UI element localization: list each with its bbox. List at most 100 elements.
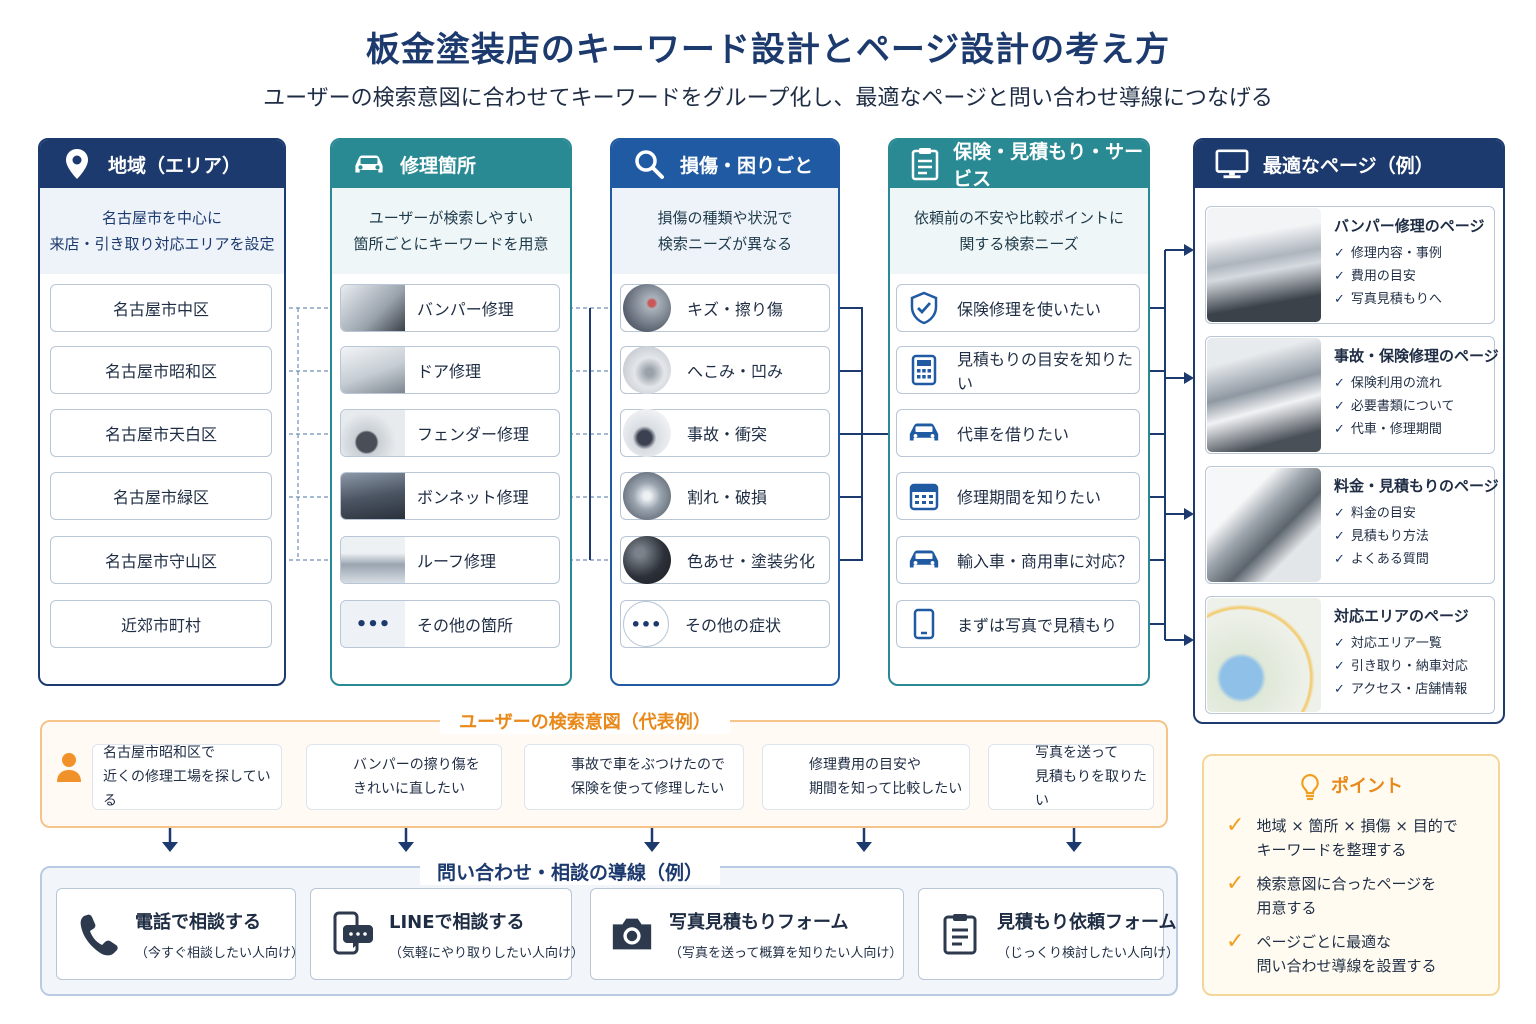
clipboard-icon: [937, 911, 983, 957]
contact-main-label: 写真見積もりフォーム: [669, 911, 849, 933]
service-item[interactable]: 修理期間を知りたい: [896, 472, 1140, 520]
damage-item[interactable]: 事故・衝突: [620, 409, 830, 457]
damage-item-label: 割れ・破損: [687, 488, 768, 507]
intent-card: 写真を送って見積もりを取りたい: [988, 744, 1154, 810]
contact-sub-label: （気軽にやり取りしたい人向け）: [389, 945, 585, 961]
area-item[interactable]: 近郊市町村: [50, 600, 272, 648]
area-item-label: 名古屋市天白区: [104, 425, 217, 444]
parts-item[interactable]: ••• その他の箇所: [340, 600, 560, 648]
parts-item[interactable]: バンパー修理: [340, 284, 560, 332]
service-item-label: 代車を借りたい: [957, 425, 1070, 444]
service-item[interactable]: 見積もりの目安を知りたい: [896, 346, 1140, 394]
pages-heading: 最適なページ（例）: [1263, 154, 1434, 177]
contact-sub-label: （写真を送って概算を知りたい人向け）: [669, 945, 903, 961]
contact-sub-label: （今すぐ相談したい人向け）: [135, 945, 305, 961]
car-icon: [907, 543, 941, 577]
damage-item[interactable]: へこみ・凹み: [620, 346, 830, 394]
damage-item[interactable]: •••その他の症状: [620, 600, 830, 648]
page-card-item: 費用の目安: [1350, 269, 1416, 284]
more-icon: •••: [341, 601, 405, 647]
person-icon: [56, 752, 82, 782]
damage-item[interactable]: キズ・擦り傷: [620, 284, 830, 332]
hood-photo: [341, 473, 405, 519]
dent-photo: [623, 346, 671, 394]
area-heading: 地域（エリア）: [108, 154, 242, 177]
shield-check-icon: [907, 291, 941, 325]
check-icon: ✓: [1334, 269, 1345, 284]
area-item[interactable]: 名古屋市天白区: [50, 409, 272, 457]
photo-estimate-form-button[interactable]: 写真見積もりフォーム （写真を送って概算を知りたい人向け）: [590, 888, 904, 980]
intent-card: 名古屋市昭和区で近くの修理工場を探している: [92, 744, 282, 810]
calculator-icon: [907, 353, 941, 387]
map-pin-icon: [60, 147, 94, 181]
intent-line: きれいに直したい: [353, 781, 465, 797]
car-icon: [352, 147, 386, 181]
page-card[interactable]: 事故・保険修理のページ ✓保険利用の流れ ✓必要書類について ✓代車・修理期間: [1205, 336, 1499, 454]
service-item[interactable]: 代車を借りたい: [896, 409, 1140, 457]
lightbulb-icon: [1301, 773, 1319, 801]
area-description: 名古屋市を中心に来店・引き取り対応エリアを設定: [40, 188, 284, 274]
area-item[interactable]: 名古屋市昭和区: [50, 346, 272, 394]
parts-description: ユーザーが検索しやすい箇所ごとにキーワードを用意: [332, 188, 570, 274]
map-photo: [1207, 598, 1321, 712]
fading-photo: [623, 536, 671, 584]
check-icon: ✓: [1226, 813, 1245, 838]
area-desc-line1: 名古屋市を中心に: [101, 209, 222, 227]
page-subtitle: ユーザーの検索意図に合わせてキーワードをグループ化し、最適なページと問い合わせ導…: [263, 86, 1273, 111]
service-item-label: 見積もりの目安を知りたい: [957, 350, 1134, 393]
damage-header: 損傷・困りごと: [612, 140, 838, 188]
area-header: 地域（エリア）: [40, 140, 284, 188]
page-card-item: 写真見積もりへ: [1350, 292, 1442, 307]
point-line: キーワードを整理する: [1256, 841, 1407, 859]
page-card-item: 料金の目安: [1350, 506, 1416, 521]
page-card[interactable]: 料金・見積もりのページ ✓料金の目安 ✓見積もり方法 ✓よくある質問: [1205, 466, 1499, 584]
point-item: ✓ページごとに最適な問い合わせ導線を設置する: [1226, 930, 1436, 978]
damage-item-label: 色あせ・塗装劣化: [687, 552, 816, 571]
area-item-label: 名古屋市昭和区: [104, 362, 217, 381]
phone-consult-button[interactable]: 電話で相談する（今すぐ相談したい人向け）: [56, 888, 304, 980]
service-item[interactable]: 保険修理を使いたい: [896, 284, 1140, 332]
damage-item-label: へこみ・凹み: [687, 362, 784, 381]
page-card[interactable]: 対応エリアのページ ✓対応エリア一覧 ✓引き取り・納車対応 ✓アクセス・店舗情報: [1205, 596, 1495, 714]
parts-item[interactable]: ルーフ修理: [340, 536, 560, 584]
line-consult-button[interactable]: LINEで相談する（気軽にやり取りしたい人向け）: [310, 888, 584, 980]
parts-item-label: フェンダー修理: [417, 425, 530, 444]
page-card-title: バンパー修理のページ: [1334, 217, 1485, 235]
area-item[interactable]: 名古屋市中区: [50, 284, 272, 332]
parts-item-label: ルーフ修理: [417, 552, 497, 571]
page-card-item: 修理内容・事例: [1350, 246, 1442, 261]
calendar-icon: [907, 479, 941, 513]
parts-item-label: ボンネット修理: [417, 488, 529, 507]
area-item-label: 名古屋市守山区: [104, 552, 217, 571]
parts-item-label: ドア修理: [417, 362, 482, 381]
smartphone-icon: [907, 607, 941, 641]
check-icon: ✓: [1226, 871, 1245, 896]
check-icon: ✓: [1334, 552, 1345, 567]
intent-line: 事故で車をぶつけたので: [571, 757, 725, 773]
damage-item[interactable]: 割れ・破損: [620, 472, 830, 520]
point-title-row: ポイント: [1204, 772, 1498, 801]
area-item[interactable]: 名古屋市緑区: [50, 472, 272, 520]
parts-item[interactable]: ドア修理: [340, 346, 560, 394]
estimate-request-form-button[interactable]: 見積もり依頼フォーム（じっくり検討したい人向け）: [918, 888, 1179, 980]
area-item[interactable]: 名古屋市守山区: [50, 536, 272, 584]
parts-item[interactable]: ボンネット修理: [340, 472, 560, 520]
page-card[interactable]: バンパー修理のページ ✓修理内容・事例 ✓費用の目安 ✓写真見積もりへ: [1205, 206, 1495, 324]
intent-line: 見積もりを取りたい: [1035, 769, 1147, 809]
contact-flow-title: 問い合わせ・相談の導線（例）: [420, 858, 720, 885]
contact-sub-label: （じっくり検討したい人向け）: [997, 945, 1180, 961]
check-icon: ✓: [1334, 682, 1345, 697]
intent-line: 保険を使って修理したい: [571, 781, 725, 797]
damage-item-label: キズ・擦り傷: [687, 300, 784, 319]
damage-item[interactable]: 色あせ・塗装劣化: [620, 536, 830, 584]
scratch-photo: [623, 284, 671, 332]
phone-icon: [75, 911, 121, 957]
service-desc-line2: 関する検索ニーズ: [959, 235, 1079, 253]
parts-item-label: その他の箇所: [417, 616, 514, 635]
service-item[interactable]: まずは写真で見積もり: [896, 600, 1140, 648]
service-item[interactable]: 輸入車・商用車に対応？: [896, 536, 1140, 584]
damage-item-label: 事故・衝突: [687, 425, 768, 444]
damage-heading: 損傷・困りごと: [680, 154, 814, 177]
page-card-title: 事故・保険修理のページ: [1334, 347, 1499, 365]
parts-item[interactable]: フェンダー修理: [340, 409, 560, 457]
